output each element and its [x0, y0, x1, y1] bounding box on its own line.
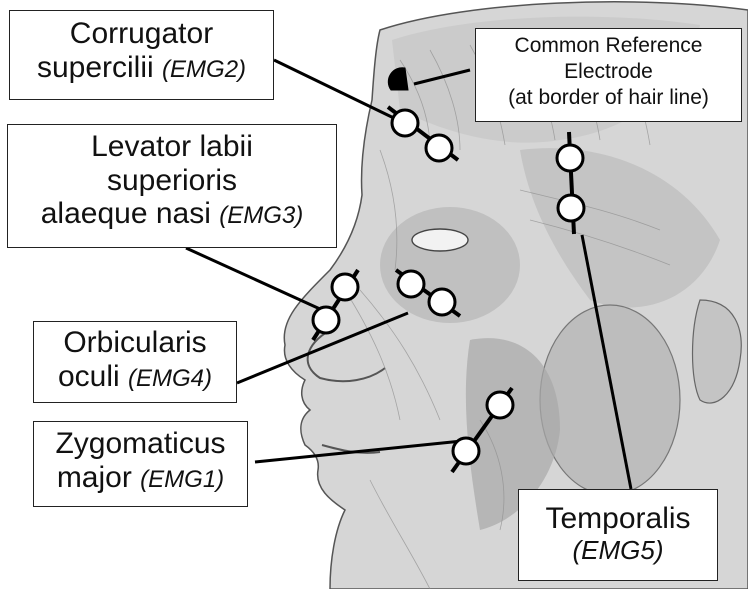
- reference-line1: Common Reference: [476, 33, 741, 59]
- levator-emg-code: (EMG3): [219, 202, 303, 229]
- zygomaticus-name-line1: Zygomaticus: [34, 427, 247, 461]
- levator-leader-line: [186, 248, 320, 309]
- label-temporalis: Temporalis (EMG5): [518, 489, 718, 581]
- label-orbicularis-oculi: Orbicularis oculi (EMG4): [33, 321, 237, 403]
- levator-electrode-2: [313, 307, 339, 333]
- temporalis-electrode-1: [557, 145, 583, 171]
- corrugator-electrode-1: [392, 110, 418, 136]
- levator-electrode-1: [332, 274, 358, 300]
- corrugator-name-line2: supercilii (EMG2): [10, 51, 273, 85]
- reference-line3: (at border of hair line): [476, 85, 741, 111]
- orbicularis-name-line1: Orbicularis: [34, 326, 236, 360]
- corrugator-name-text: supercilii: [37, 51, 154, 84]
- label-levator-labii: Levator labii superioris alaeque nasi (E…: [7, 124, 337, 248]
- orbicularis-electrode-1: [398, 271, 424, 297]
- zygomaticus-name-line2: major (EMG1): [34, 461, 247, 495]
- temporalis-electrode-2: [558, 195, 584, 221]
- orbicularis-emg-code: (EMG4): [128, 365, 212, 392]
- label-common-reference-electrode: Common Reference Electrode (at border of…: [475, 28, 742, 122]
- levator-name-text: alaeque nasi: [41, 197, 211, 230]
- corrugator-emg-code: (EMG2): [162, 56, 246, 83]
- orbicularis-name-text: oculi: [58, 360, 120, 393]
- temporalis-name-line1: Temporalis: [519, 502, 717, 536]
- levator-name-line2: superioris: [8, 164, 336, 198]
- zygomaticus-emg-code: (EMG1): [140, 466, 224, 493]
- orbicularis-electrode-2: [429, 289, 455, 315]
- levator-name-line3: alaeque nasi (EMG3): [8, 197, 336, 231]
- reference-line2: Electrode: [476, 59, 741, 85]
- zygomaticus-name-text: major: [57, 461, 132, 494]
- corrugator-name-line1: Corrugator: [10, 17, 273, 51]
- levator-name-line1: Levator labii: [8, 130, 336, 164]
- zygomaticus-electrode-1: [487, 392, 513, 418]
- temporalis-emg-code: (EMG5): [519, 536, 717, 565]
- orbicularis-name-line2: oculi (EMG4): [34, 360, 236, 394]
- zygomaticus-electrode-2: [453, 438, 479, 464]
- parotid-gland: [540, 305, 680, 495]
- label-corrugator-supercilii: Corrugator supercilii (EMG2): [9, 10, 274, 100]
- label-zygomaticus-major: Zygomaticus major (EMG1): [33, 421, 248, 507]
- eye: [412, 229, 468, 251]
- corrugator-electrode-2: [426, 135, 452, 161]
